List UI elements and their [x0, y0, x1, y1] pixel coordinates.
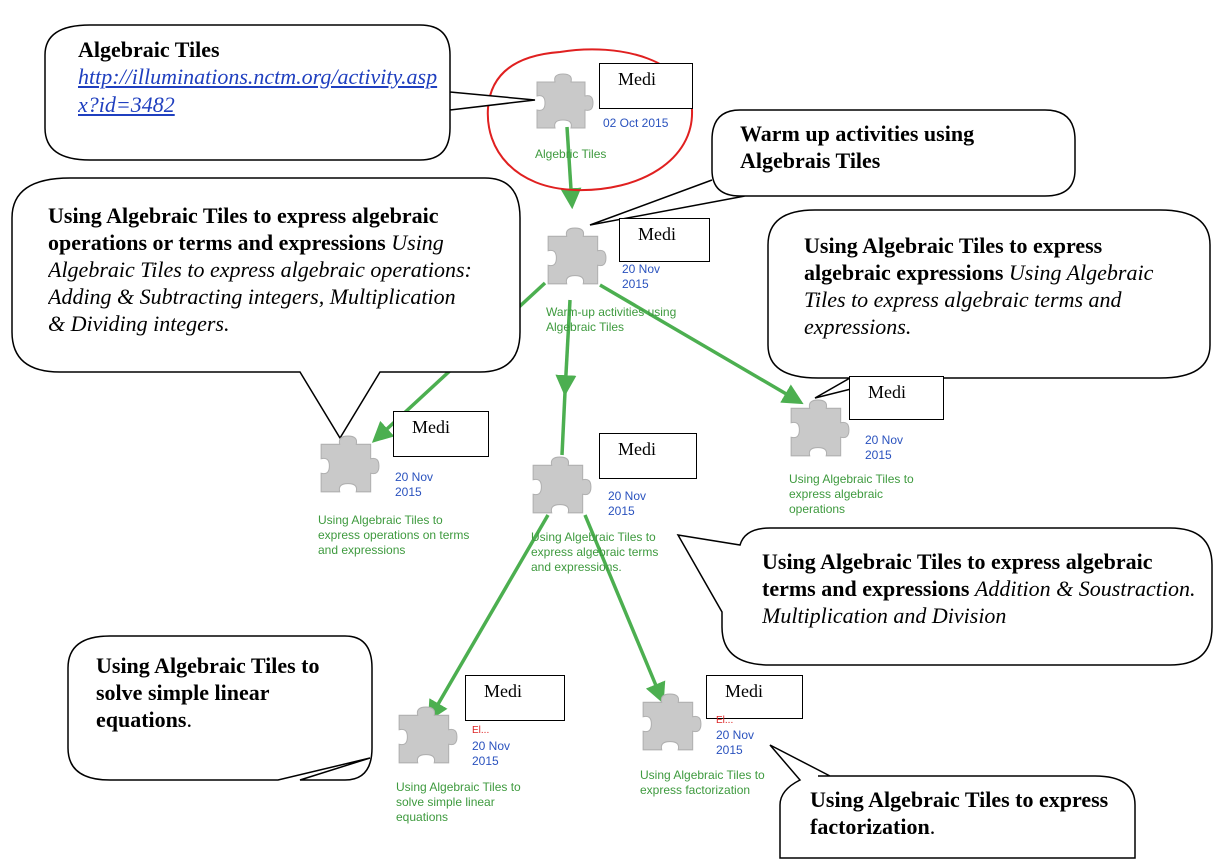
callout-bubbles [11, 24, 1213, 859]
callout-desc: Addition & Soustraction. Multiplication … [762, 576, 1196, 628]
callout-2: Warm up activities using Algebrais Tiles [740, 120, 1040, 190]
callout-5: Using Algebraic Tiles to express algebra… [762, 548, 1202, 660]
puzzle-piece-icon[interactable] [529, 455, 593, 519]
node-owner: El... [716, 715, 734, 726]
callout-desc: Using Algebraic Tiles to express algebra… [804, 260, 1154, 339]
node-tag: Medi [619, 218, 710, 262]
node-tag: Medi [849, 376, 944, 420]
callout-3-shape [11, 177, 521, 440]
node-tag: Medi [599, 433, 697, 479]
callout-title: Using Algebraic Tiles to express factori… [810, 787, 1109, 839]
node-date: 02 Oct 2015 [603, 116, 669, 130]
edge-n4-n4b [560, 391, 567, 456]
callout-title: Using Algebraic Tiles to express algebra… [762, 549, 1153, 601]
node-date: 20 Nov 2015 [608, 489, 647, 518]
puzzle-piece-icon[interactable] [639, 692, 703, 756]
node-date: 20 Nov 2015 [865, 433, 904, 462]
activity-link[interactable]: http://illuminations.nctm.org/activity.a… [78, 64, 438, 117]
callout-suffix: . [186, 707, 192, 732]
node-label[interactable]: Algebric Tiles [535, 147, 607, 161]
edge-n4-n6 [427, 514, 550, 722]
node-label[interactable]: Warm-up activities using Algebraic Tiles [546, 305, 677, 334]
callout-7: Using Algebraic Tiles to express factori… [810, 786, 1120, 852]
puzzle-piece-icon[interactable] [395, 705, 459, 769]
node-date: 20 Nov 2015 [622, 262, 661, 291]
node-label[interactable]: Using Algebraic Tiles to express algebra… [531, 530, 659, 574]
puzzle-piece-icon[interactable] [317, 434, 381, 498]
edge-n2-n4 [555, 299, 577, 397]
node-date: 20 Nov 2015 [716, 728, 755, 757]
callout-suffix: . [929, 814, 936, 839]
edge-n2-n5 [599, 283, 804, 405]
node-label[interactable]: Using Algebraic Tiles to express algebra… [789, 472, 914, 516]
callout-desc: Using Algebraic Tiles to express algebra… [48, 230, 472, 336]
node-label[interactable]: Using Algebraic Tiles to express factori… [640, 768, 765, 797]
node-tag: Medi [599, 63, 693, 109]
callout-title: Using Algebraic Tiles to solve simple li… [96, 653, 320, 732]
callout-1: Algebraic Tiles http://illuminations.nct… [78, 36, 440, 156]
node-owner: El... [472, 725, 490, 736]
node-date: 20 Nov 2015 [395, 470, 434, 499]
node-tag: Medi [393, 411, 489, 457]
callout-1-shape [44, 24, 536, 161]
callout-6-shape [67, 635, 373, 781]
puzzle-piece-icon[interactable] [787, 398, 851, 462]
node-date: 20 Nov 2015 [472, 739, 511, 768]
puzzle-piece-icon[interactable] [533, 72, 595, 134]
puzzle-piece-icon[interactable] [544, 226, 608, 290]
node-label[interactable]: Using Algebraic Tiles to solve simple li… [396, 780, 521, 824]
node-label[interactable]: Using Algebraic Tiles to express operati… [318, 513, 470, 557]
callout-3: Using Algebraic Tiles to express algebra… [48, 202, 478, 368]
callout-6: Using Algebraic Tiles to solve simple li… [96, 652, 336, 772]
edge-n1-n2 [560, 126, 582, 210]
callout-title: Using Algebraic Tiles to express algebra… [804, 233, 1103, 285]
callout-7-shape [769, 744, 1136, 859]
node-tag: Medi [465, 675, 565, 721]
callout-2-shape [589, 109, 1076, 226]
edge-n4-n7 [583, 514, 666, 704]
callout-4: Using Algebraic Tiles to express algebra… [804, 232, 1189, 372]
callout-title: Using Algebraic Tiles to express algebra… [48, 203, 439, 255]
callout-title: Algebraic Tiles [78, 37, 220, 62]
node-tag: Medi [706, 675, 803, 719]
callout-5-shape [676, 527, 1213, 666]
callout-title: Warm up activities using Algebrais Tiles [740, 121, 975, 173]
